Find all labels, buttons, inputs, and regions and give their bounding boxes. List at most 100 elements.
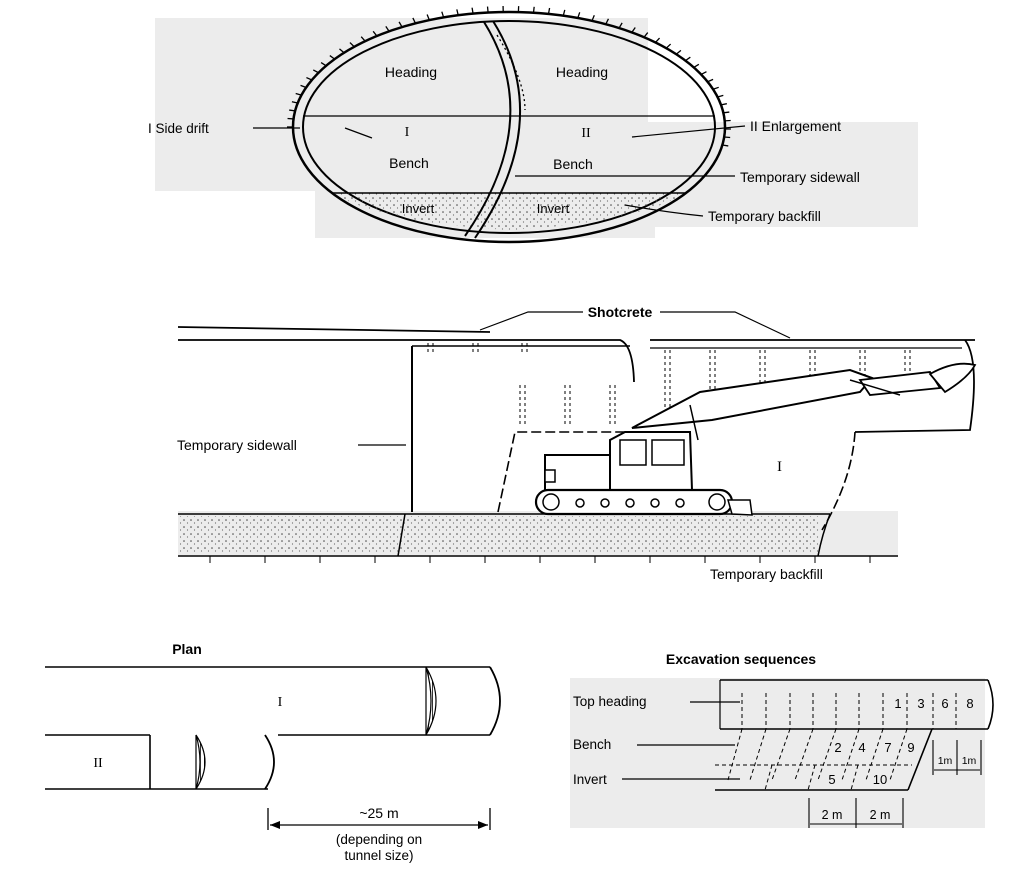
shotcrete-label: Shotcrete: [588, 304, 653, 320]
dim-arrow: [270, 821, 280, 829]
shotcrete-leader: [660, 311, 791, 339]
cross-section: Heading Heading I II Bench Bench Invert …: [148, 6, 918, 244]
tube-one-face: [425, 666, 437, 736]
rock-bolt-tick: [722, 144, 729, 147]
rock-bolt-tick: [289, 109, 296, 112]
rock-bolt-tick: [675, 49, 682, 55]
bench-right-label: Bench: [553, 156, 593, 172]
drift-two-label: II: [581, 126, 591, 141]
drift-one-label: I: [777, 459, 782, 475]
bench-face: [907, 728, 933, 791]
temporary-sidewall: [464, 21, 512, 237]
sequence-number: 8: [966, 696, 973, 711]
face-outline: [854, 339, 975, 433]
rock-bolt-tick: [295, 92, 302, 96]
rock-bolt-ticks: [287, 6, 731, 147]
rock-bolt-tick: [720, 103, 727, 106]
rock-bolt-tick: [685, 56, 691, 62]
backfill-fill: [180, 516, 820, 554]
bench-left-label: Bench: [389, 155, 429, 171]
rock-bolt-tick: [349, 42, 355, 48]
rock-bolt-tick: [562, 9, 566, 16]
rock-bolt-tick: [385, 25, 390, 32]
distance-label: ~25 m: [359, 805, 398, 821]
rock-bolt-tick: [712, 86, 719, 90]
rock-bolt-tick: [471, 7, 474, 14]
boom-arm: [858, 371, 942, 396]
temporary-backfill-label: Temporary backfill: [708, 208, 821, 224]
excavation-sequences: Excavation sequences Top heading Bench I…: [570, 651, 994, 828]
plan-view: Plan I II ~25 m (depending on tunnel siz…: [45, 641, 501, 863]
rock-bolt-tick: [643, 32, 649, 38]
sequence-dividers: [715, 693, 957, 791]
sidewall-bolts: [496, 34, 526, 111]
tube-two-label: II: [93, 756, 103, 771]
tube-one-label: I: [278, 695, 283, 710]
rock-bolt-tick: [605, 18, 610, 25]
heading-left-label: Heading: [385, 64, 437, 80]
dim-2m-label: 2 m: [822, 808, 843, 822]
crown-inner-line: [178, 339, 635, 383]
rock-bolt-tick: [456, 9, 459, 16]
drift-one-label: I: [405, 125, 410, 140]
tube-two-face: [195, 734, 206, 790]
rock-bolt-tick: [577, 12, 581, 19]
tube-two-end: [264, 734, 275, 790]
dim-2m-label: 2 m: [870, 808, 891, 822]
temporary-backfill-leader: [624, 204, 704, 217]
invert-label: Invert: [573, 772, 607, 787]
sequence-number: 6: [941, 696, 948, 711]
dim-1m-label: 1m: [962, 755, 977, 767]
distance-note-2: tunnel size): [344, 848, 413, 863]
backfill-step: [397, 513, 406, 557]
rock-bolt-tick: [300, 84, 307, 89]
rock-bolt-tick: [717, 94, 724, 98]
backdrop-panel: [570, 678, 985, 828]
rock-bolt-tick: [547, 7, 551, 15]
rock-bolts: [427, 343, 911, 425]
backdrop-panel: [155, 18, 648, 191]
rock-bolt-tick: [486, 6, 489, 13]
heading-right-label: Heading: [556, 64, 608, 80]
rock-bolt-tick: [723, 111, 730, 114]
dim-arrow: [478, 821, 488, 829]
sequence-number: 7: [884, 740, 891, 755]
rock-bolt-tick: [312, 69, 319, 74]
dim-1m-label: 1m: [938, 755, 953, 767]
cab-window: [651, 439, 685, 466]
excavator: [534, 362, 977, 516]
sequence-number: 5: [828, 772, 835, 787]
temporary-sidewall-label: Temporary sidewall: [740, 169, 860, 185]
invert-right-label: Invert: [537, 201, 570, 216]
sequence-number: 9: [907, 740, 914, 755]
bottom-ticks: [209, 556, 871, 563]
rock-bolt-tick: [591, 15, 595, 22]
plan-title: Plan: [172, 641, 202, 657]
rock-bolt-tick: [631, 27, 636, 33]
rock-bolt-tick: [398, 21, 403, 28]
face-curve: [987, 679, 994, 730]
boom: [631, 368, 874, 429]
backfill-end: [817, 513, 831, 557]
rock-bolt-tick: [306, 76, 313, 81]
arm-cylinder: [849, 379, 901, 396]
rock-bolt-tick: [700, 71, 707, 76]
sequence-number: 10: [873, 772, 887, 787]
rock-bolt-tick: [665, 43, 672, 49]
top-heading-label: Top heading: [573, 694, 647, 709]
tube-one-end: [489, 666, 501, 736]
rock-bolt-tick: [441, 11, 445, 18]
sequence-number: 1: [894, 696, 901, 711]
sequence-number: 3: [917, 696, 924, 711]
sequence-number: 2: [834, 740, 841, 755]
side-drift-leader: [344, 127, 373, 139]
rock-bolt-tick: [618, 22, 623, 29]
bench-label: Bench: [573, 737, 611, 752]
longitudinal-section: Shotcrete Temporary sidewall: [177, 304, 977, 582]
rock-bolt-tick: [360, 36, 366, 42]
rock-bolt-tick: [339, 48, 345, 54]
excavation-title: Excavation sequences: [666, 651, 816, 667]
invert-left-label: Invert: [402, 201, 435, 216]
boom-cylinder: [689, 404, 699, 441]
